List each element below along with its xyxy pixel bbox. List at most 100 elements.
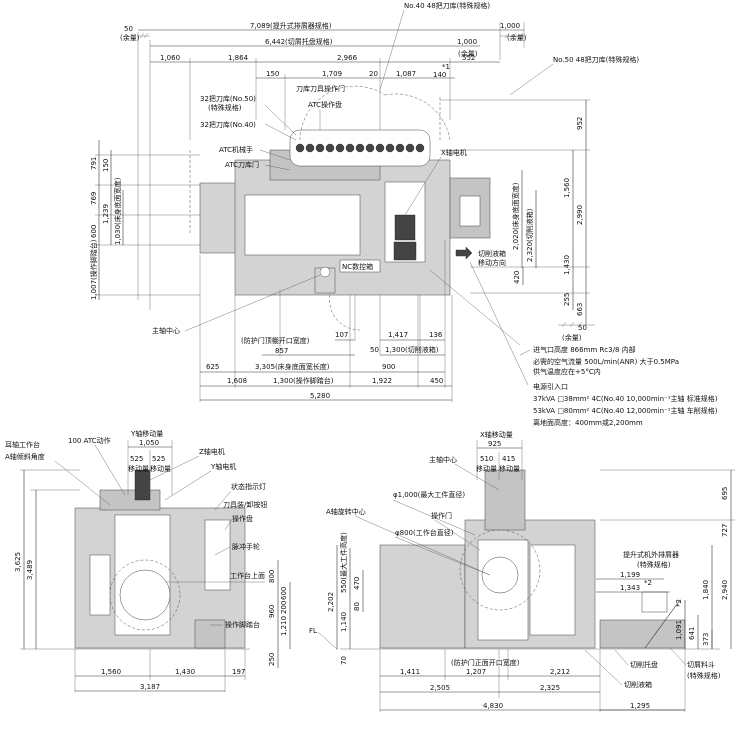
- front-view: X轴移动量 925 510 415 移动量 移动量 主轴中心 φ1,000(最大…: [309, 430, 735, 712]
- nc-label: NC数控箱: [342, 262, 373, 271]
- dim-1239-text: 1,239: [102, 204, 110, 224]
- note-air-height: 进气口高度 866mm Rc3/8 内部: [533, 345, 636, 354]
- dim-140-text: 140: [433, 71, 446, 79]
- fl-label: FL: [309, 627, 317, 635]
- atc-arm-label: ATC机械手: [219, 145, 253, 154]
- chip-bucket-label2: (特殊规格): [687, 671, 721, 680]
- dim-1140-text: 1,140: [340, 612, 348, 632]
- note-power-37: 37kVA □38mm² 4C(No.40 10,000min⁻¹主轴 标准规格…: [533, 394, 718, 403]
- dim-1000-text: 1,000: [500, 22, 520, 30]
- note-power-53: 53kVA □80mm² 4C(No.40 12,000min⁻¹主轴 车削规格…: [533, 406, 718, 415]
- front-door-open-label: (防护门正面开口宽度): [451, 658, 520, 667]
- dim-3305-text: 3,305(床身底面宽长度): [255, 362, 330, 371]
- front-column: [484, 469, 526, 531]
- magazine-pockets: [295, 143, 425, 153]
- trunnion-table: [119, 569, 171, 621]
- lift-conveyor-label: 提升式机外排屑器: [623, 550, 679, 559]
- spindle-center-mark: [319, 266, 331, 278]
- dim-3489-text: 3,489: [26, 560, 34, 580]
- plan-view: 7,089(提升式排屑器规格) 6,442(切屑托盘规格) 50 (余量) 1,…: [89, 1, 718, 427]
- coolant-tank-label: 切削液箱: [624, 680, 652, 689]
- atc-panel-label: ATC操作盘: [308, 100, 342, 109]
- nc-box-plan: [339, 259, 381, 273]
- lift-conveyor-label2: (特殊规格): [637, 560, 671, 569]
- dim-625-text: 625: [206, 363, 219, 371]
- dim-791-text: 791: [90, 157, 98, 170]
- tank-move-label: 切削液箱: [478, 249, 506, 258]
- dim-510-text: 510: [480, 455, 493, 463]
- dim-1922-text: 1,922: [372, 377, 392, 385]
- dim-1411-text: 1,411: [400, 668, 420, 676]
- dim-50r-text: 50: [578, 324, 587, 332]
- step-side: [194, 619, 226, 649]
- travel-a-text: 移动量: [128, 464, 149, 473]
- note-air-temp: 供气温度应在+5°C内: [533, 367, 601, 376]
- dim-3625-text: 3,625: [14, 552, 22, 572]
- dim-1300b-text: 1,300(操作脚踏台): [273, 376, 334, 385]
- chip-tray-label: 切削托盘: [630, 660, 658, 669]
- dim-525b-text: 525: [152, 455, 165, 463]
- op-door-label: 操作门: [431, 511, 452, 520]
- dim-2020-text: 2,020(床身底面宽度): [511, 182, 520, 250]
- door-swing-arc: [299, 85, 386, 141]
- a-rot-label: A轴旋转中心: [326, 507, 366, 516]
- move-arrow-icon: [455, 246, 473, 260]
- y-motor-label: Y轴电机: [210, 462, 236, 471]
- dim-1560s-text: 1,560: [101, 668, 121, 676]
- side-view: 耳轴工作台 A轴倾斜角度 100 ATC动作 Y轴移动量 1,050 525 5…: [5, 429, 291, 692]
- dim-250-text: 250: [268, 653, 276, 666]
- dim-857-text: 857: [275, 347, 288, 355]
- dim-1608-text: 1,608: [227, 377, 247, 385]
- reserve3-text: (余量): [458, 49, 478, 58]
- atc-door-label: ATC刀库门: [225, 160, 259, 169]
- ear-table-label: 耳轴工作台: [5, 440, 40, 449]
- no40-label: No.40 48把刀库(特殊规格): [404, 1, 490, 10]
- dim-2320-text: 2,320(切削液箱): [525, 208, 534, 262]
- mag50-label: 32把刀库(No.50): [200, 94, 256, 103]
- dim-6442-text: 6,442(切屑托盘规格): [265, 37, 333, 46]
- dim-255-text: 255: [563, 293, 571, 306]
- dim-7089-text: 7,089(提升式排屑器规格): [250, 21, 332, 30]
- dim-80-text: 80: [353, 602, 361, 611]
- dim-1430s-text: 1,430: [175, 668, 195, 676]
- door-opening-label: (防护门顶棚开口宽度): [241, 336, 310, 345]
- dim-900-text: 900: [382, 363, 395, 371]
- dim-1207-text: 1,207: [466, 668, 486, 676]
- tank-move-label2: 移动方向: [478, 258, 506, 267]
- dim-552-text: 552: [462, 54, 475, 62]
- star2b-text: *2: [675, 599, 683, 607]
- dim-415-text: 415: [502, 455, 515, 463]
- no50-label: No.50 48把刀库(特殊规格): [553, 55, 639, 64]
- dim-800-text: 800: [268, 570, 276, 583]
- dim-1199-text: 1,199: [620, 571, 640, 579]
- max-work-circle: [459, 529, 541, 611]
- dim-2202-text: 2,202: [327, 592, 335, 612]
- dim-925-text: 925: [488, 440, 501, 448]
- dim-197-text: 197: [232, 668, 245, 676]
- star1-text: *1: [442, 63, 450, 71]
- note-power: 电源引入口: [533, 382, 568, 391]
- hatch-right: [500, 32, 524, 39]
- dim-1430-text: 1,430: [563, 255, 571, 275]
- dim-373-text: 373: [702, 633, 710, 646]
- dim-663-text: 663: [576, 303, 584, 316]
- dim-1007-text: 1,007(操作脚踏台): [89, 239, 98, 300]
- dim-525a-text: 525: [130, 455, 143, 463]
- max-height-label: 550(最大工件高度): [339, 532, 348, 593]
- dim-1050-text: 1,050: [139, 439, 159, 447]
- op-panel-label: 操作盘: [232, 514, 253, 523]
- reserve2-text: (余量): [507, 33, 527, 42]
- dim-470-text: 470: [353, 577, 361, 590]
- dim-695-text: 695: [721, 487, 729, 500]
- x-motor-label: X轴电机: [441, 148, 467, 157]
- dim-2212-text: 2,212: [550, 668, 570, 676]
- dim-1343-text: 1,343: [620, 584, 640, 592]
- dim-641-text: 641: [688, 627, 696, 640]
- op-panel-side: [204, 519, 231, 591]
- x-travel-label: X轴移动量: [480, 430, 513, 439]
- xmotor-block: [394, 214, 416, 241]
- operator-step-label: 操作脚踏台: [225, 620, 260, 629]
- dim-200-text: 200: [280, 601, 288, 614]
- note-air-flow: 必需的空气流量 500L/min(ANR) 大于0.5MPa: [533, 357, 679, 366]
- dim-150l-text: 150: [102, 159, 110, 172]
